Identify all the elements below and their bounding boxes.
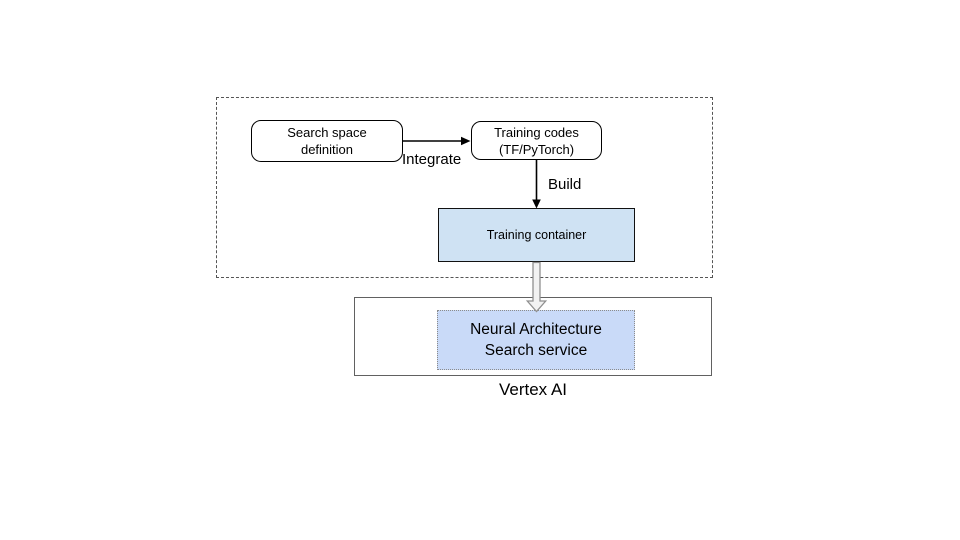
node-nas-service-label-line1: Neural Architecture: [470, 321, 602, 338]
node-search-space-definition: Search space definition: [251, 120, 403, 162]
dev-environment-dashed-container: [216, 97, 713, 278]
node-nas-service: Neural Architecture Search service: [437, 310, 635, 370]
node-training-codes: Training codes (TF/PyTorch): [471, 121, 602, 160]
node-training-container: Training container: [438, 208, 635, 262]
edge-label-integrate: Integrate: [402, 151, 462, 168]
node-search-space-label-line1: Search space: [287, 125, 367, 140]
node-training-codes-label-line1: Training codes: [494, 124, 579, 140]
node-training-container-label: Training container: [486, 228, 587, 242]
edge-label-build: Build: [548, 176, 582, 193]
node-training-codes-label-line2: (TF/PyTorch): [498, 141, 575, 157]
vertex-ai-caption: Vertex AI: [498, 380, 568, 399]
node-search-space-label-line2: definition: [300, 142, 354, 157]
node-nas-service-label-line2: Search service: [484, 342, 588, 359]
